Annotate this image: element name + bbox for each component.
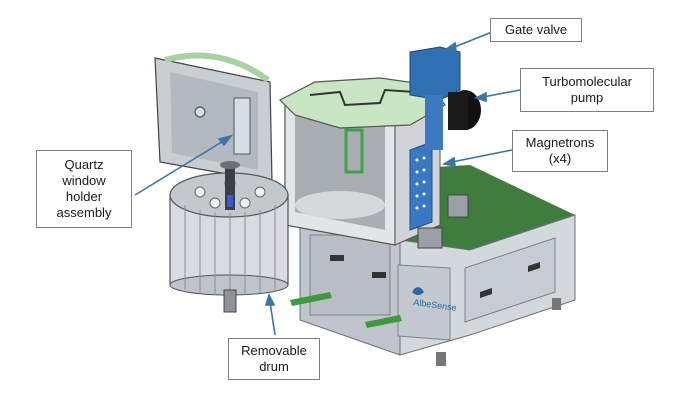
chamber-window-green: [344, 128, 364, 174]
gate-valve-stem: [425, 95, 443, 150]
magnetrons-label-line2: (x4): [548, 151, 572, 166]
quartz-holder-post: [225, 165, 235, 210]
green-foot-1: [290, 292, 332, 306]
gate-valve-label-text: Gate valve: [504, 22, 568, 37]
quartz-holder-label-line3: holder: [65, 189, 103, 204]
magnetron-column: [409, 141, 433, 231]
turbo-pump-label-line2: pump: [570, 90, 604, 105]
cabinet-handle-2: [372, 272, 386, 278]
brand-logo-mark: [412, 287, 424, 295]
turbo-pump-label: Turbomolecular pump: [520, 68, 654, 112]
door-top-green: [164, 52, 270, 83]
magnetron-block-1: [447, 194, 469, 218]
magnetrons-label-line1: Magnetrons: [525, 135, 595, 150]
quartz-holder-label: Quartz window holder assembly: [36, 150, 132, 228]
removable-drum-label-line1: Removable: [241, 343, 307, 358]
chamber-floor: [295, 191, 385, 219]
callout-arrows: [134, 31, 521, 336]
cabinet-handle-3: [480, 288, 492, 298]
quartz-holder-label-line2: window: [62, 173, 106, 188]
turbo-pump-label-line1: Turbomolecular: [542, 74, 632, 89]
quartz-holder-label-line1: Quartz: [64, 157, 104, 172]
gate-valve: [409, 46, 461, 101]
turbo-pump-body: [448, 92, 468, 130]
quartz-holder-cap: [220, 161, 240, 169]
removable-drum-label-line2: drum: [259, 359, 289, 374]
drum-ribs: [184, 205, 276, 295]
gate-valve-label: Gate valve: [490, 18, 582, 42]
quartz-holder-label-line4: assembly: [56, 205, 112, 220]
green-foot-2: [365, 315, 402, 328]
magnetron-block-2: [417, 227, 443, 249]
brand-panel: [397, 264, 451, 341]
cabinet-handle-4: [528, 262, 540, 272]
magnetrons-label: Magnetrons (x4): [512, 130, 608, 172]
leg-1: [436, 352, 446, 366]
quartz-holder-accent: [227, 195, 233, 207]
magnetron-dots: [415, 156, 426, 210]
door-port: [194, 106, 206, 118]
cabinet-handle-1: [330, 255, 344, 261]
removable-drum-label: Removable drum: [228, 338, 320, 380]
drum-shaft: [223, 289, 237, 313]
door-viewport: [233, 97, 251, 155]
lid-channels: [309, 88, 416, 107]
cabinet-panel-right: [464, 237, 556, 323]
leg-2: [552, 298, 561, 310]
